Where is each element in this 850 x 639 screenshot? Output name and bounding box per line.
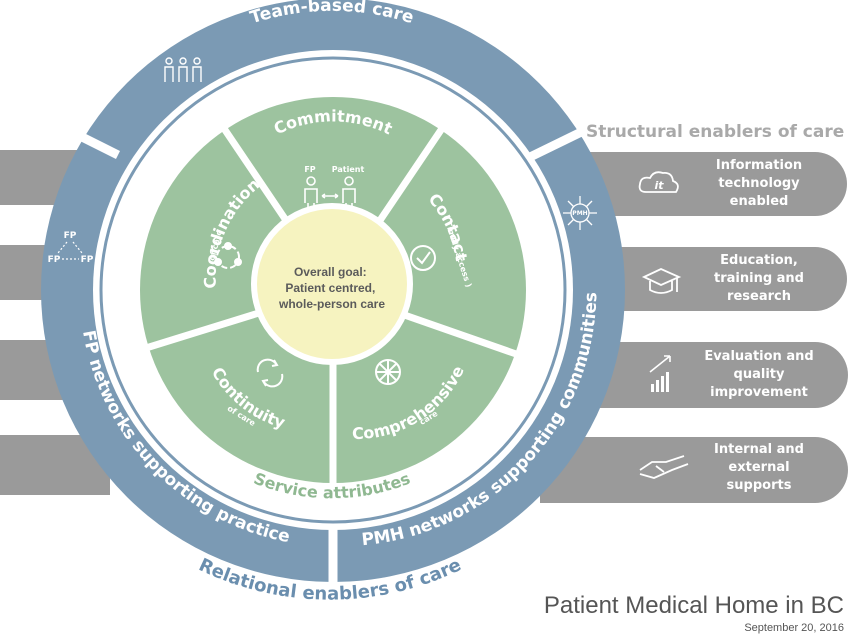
it-badge-label: it	[654, 179, 664, 192]
graduation-cap-icon	[641, 268, 682, 294]
structural-bars	[540, 152, 848, 503]
coordination-icon	[214, 242, 242, 269]
structural-item-supports: Internal and external supports	[714, 442, 804, 493]
svg-text:Overall goal: Patient cent: Overall goal: Patient centred, whole-per…	[278, 265, 385, 311]
footer-title: Patient Medical Home in BC	[543, 592, 844, 619]
structural-bar-3	[570, 342, 848, 408]
pmh-badge-label: PMH	[572, 210, 587, 217]
comprehensive-pie-icon	[375, 359, 401, 385]
ring-divider-left	[41, 113, 121, 160]
patient-label: Patient	[332, 165, 365, 174]
ring-divider-right	[526, 113, 612, 163]
goal-line-3: whole-person care	[278, 297, 385, 311]
fp-triangle-left: FP	[48, 255, 61, 265]
goal-circle	[251, 203, 413, 365]
fp-label: FP	[304, 165, 315, 174]
goal-line-2: Patient centred,	[285, 281, 375, 295]
team-people-icon	[164, 57, 202, 82]
timely-access-clock-icon	[410, 245, 436, 271]
structural-item-evaluation: Evaluation and quality improvement	[704, 349, 814, 400]
handshake-icon	[639, 455, 689, 479]
continuity-cycle-icon	[256, 358, 284, 388]
structural-bar-4	[540, 437, 848, 503]
inner-ring-line	[99, 56, 567, 524]
fp-triangle-right: FP	[81, 255, 94, 265]
cloud-it-icon: it	[638, 171, 679, 193]
fp-triangle-top: FP	[64, 231, 77, 241]
fp-network-triangle-icon: FP FP FP	[48, 231, 94, 265]
pmh-network-icon: PMH	[563, 196, 597, 230]
structural-bar-2	[575, 247, 847, 311]
structural-enablers-title: Structural enablers of care	[586, 122, 845, 142]
goal-line-1: Overall goal:	[294, 265, 367, 279]
bar-chart-icon	[649, 355, 671, 392]
structural-bar-1	[560, 152, 847, 216]
structural-item-it: Information technology enabled	[715, 158, 803, 209]
fp-patient-icon: FP Patient	[304, 165, 364, 209]
structural-item-education: Education, training and research	[714, 253, 804, 304]
footer-date: September 20, 2016	[744, 622, 844, 634]
